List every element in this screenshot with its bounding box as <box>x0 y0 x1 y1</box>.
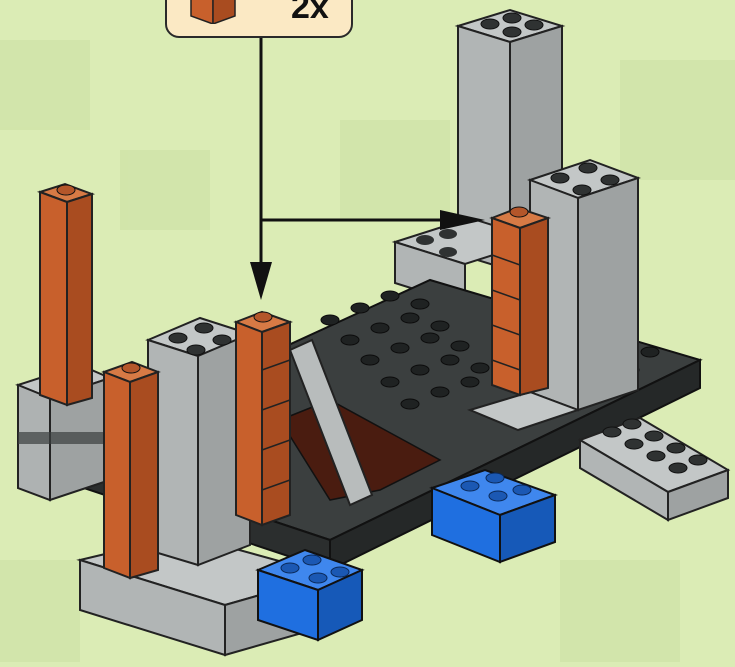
part-quantity: 2x <box>291 0 329 24</box>
orange-pillar-front-left <box>104 362 158 578</box>
parts-callout: 2x <box>165 0 353 38</box>
blue-brick-right <box>432 470 555 562</box>
orange-pillar-new-center <box>236 312 290 525</box>
orange-pillar-back-left <box>40 184 92 405</box>
arrow-head-down <box>250 262 272 300</box>
right-gray-brick <box>580 418 728 520</box>
left-gray-columns <box>148 318 250 565</box>
orange-pillar-new-right <box>492 207 548 395</box>
brick-1x1-orange-icon <box>187 0 247 24</box>
